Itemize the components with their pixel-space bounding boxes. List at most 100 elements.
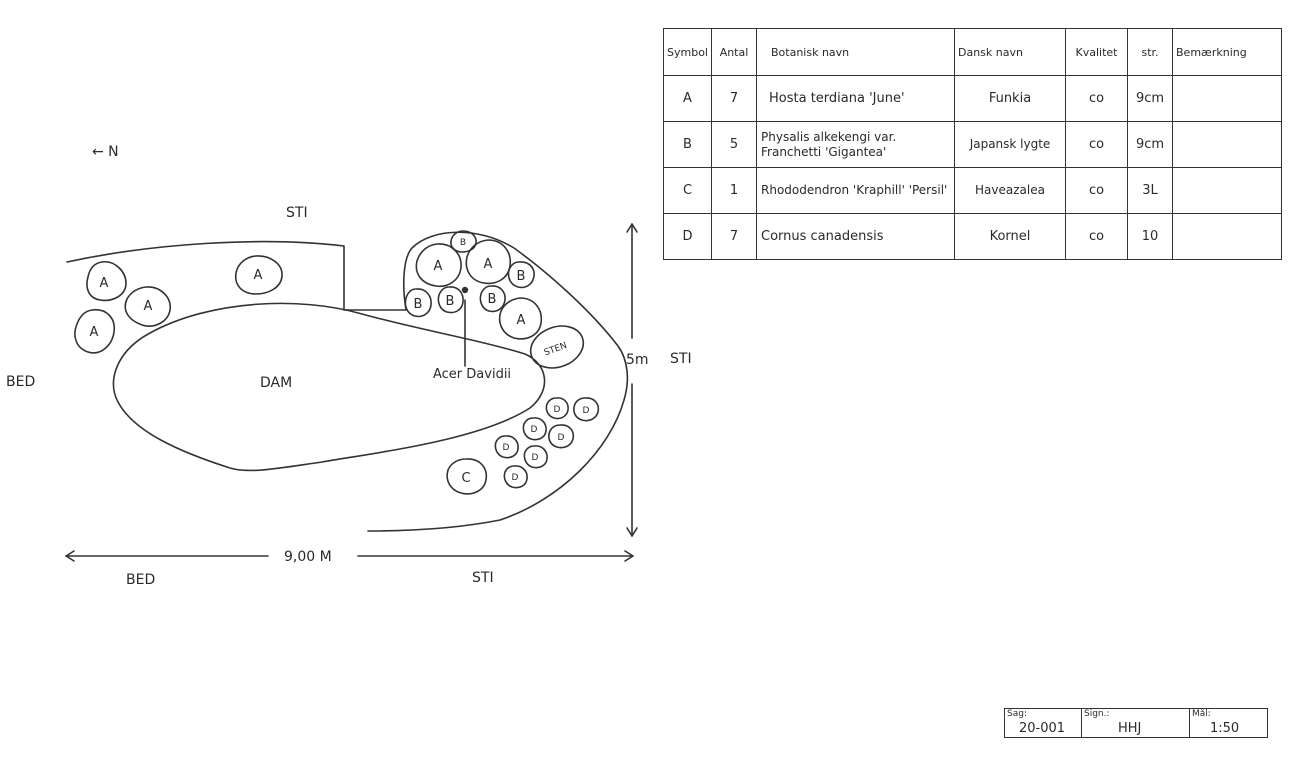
table-row: A 7 Hosta terdiana 'June' Funkia co 9cm [663, 75, 1282, 122]
symbol-A-outline [74, 308, 116, 354]
cell-kvalitet: co [1065, 75, 1128, 122]
symbol-B: B [488, 292, 497, 307]
cell-antal: 7 [711, 213, 757, 260]
sag-label: Sag: [1007, 709, 1027, 719]
arrowhead [626, 223, 638, 233]
symbol-D-outline [573, 397, 600, 422]
symbol-D: D [532, 453, 539, 463]
cell-symbol: B [663, 121, 712, 168]
cell-bemaerkning [1172, 213, 1282, 260]
sti-right-label: STI [670, 351, 692, 367]
cell-antal: 7 [711, 75, 757, 122]
symbol-D: D [512, 473, 519, 483]
symbol-D: D [583, 406, 590, 416]
symbol-B: B [517, 269, 526, 284]
symbol-D: D [531, 425, 538, 435]
symbol-A-outline [86, 261, 127, 302]
symbol-A: A [254, 268, 263, 283]
cell-symbol: D [663, 213, 712, 260]
cell-str: 3L [1127, 167, 1173, 214]
cell-bemaerkning [1172, 75, 1282, 122]
symbol-D: D [558, 433, 565, 443]
arrowhead [626, 527, 638, 537]
symbol-D-outline [494, 435, 519, 459]
symbol-C-outline [446, 458, 488, 495]
symbol-A: A [144, 299, 153, 314]
table-row: C 1 Rhododendron 'Kraphill' 'Persil' Hav… [663, 167, 1282, 214]
arrowhead [65, 550, 75, 562]
symbol-B: B [460, 238, 466, 248]
header-kvalitet: Kvalitet [1065, 28, 1128, 76]
sten-outline [529, 325, 585, 369]
height-dimension-label: 5m [626, 352, 649, 368]
symbol-D-outline [545, 397, 569, 420]
symbol-A: A [90, 325, 99, 340]
symbol-D-outline [503, 465, 528, 489]
header-symbol: Symbol [663, 28, 712, 76]
sten-label: STEN [543, 341, 569, 358]
symbol-A: A [434, 259, 443, 274]
symbol-C: C [461, 471, 470, 486]
cell-botanisk-navn: Cornus canadensis [756, 213, 955, 260]
symbol-B-outline [450, 230, 477, 253]
symbol-D: D [554, 405, 561, 415]
sti-bottom-label: STI [472, 570, 494, 586]
title-block-maal: Mål: 1:50 [1189, 709, 1267, 737]
title-block: Sag: 20-001 Sign.: HHJ Mål: 1:50 [1004, 708, 1268, 738]
bed-outline [66, 231, 629, 532]
cell-kvalitet: co [1065, 121, 1128, 168]
cell-dansk-navn: Funkia [954, 75, 1066, 122]
sag-value: 20-001 [1019, 721, 1066, 736]
dam-label: DAM [260, 375, 292, 391]
cell-symbol: A [663, 75, 712, 122]
symbol-A-outline [415, 243, 462, 288]
symbol-B-outline [507, 261, 535, 289]
title-block-sag: Sag: 20-001 [1005, 709, 1081, 737]
sign-label: Sign.: [1084, 709, 1110, 719]
symbol-D-outline [522, 417, 547, 441]
acer-tree-dot [461, 286, 469, 294]
cell-antal: 5 [711, 121, 757, 168]
symbol-B-outline [479, 285, 506, 313]
sign-value: HHJ [1118, 721, 1142, 736]
cell-kvalitet: co [1065, 213, 1128, 260]
header-str: str. [1127, 28, 1173, 76]
symbol-B: B [446, 294, 455, 309]
width-dimension-label: 9,00 M [284, 549, 332, 565]
header-bemaerkning: Bemærkning [1172, 28, 1282, 76]
header-dansk-navn: Dansk navn [954, 28, 1066, 76]
cell-botanisk-navn: Rhododendron 'Kraphill' 'Persil' [756, 167, 955, 214]
table-row: B 5 Physalis alkekengi var. Franchetti '… [663, 121, 1282, 168]
header-botanisk-navn: Botanisk navn [756, 28, 955, 76]
symbol-D-outline [523, 445, 548, 469]
cell-botanisk-navn: Physalis alkekengi var. Franchetti 'Giga… [756, 121, 955, 168]
title-block-sign: Sign.: HHJ [1081, 709, 1189, 737]
symbol-A: A [100, 276, 109, 291]
north-label: ← N [92, 144, 119, 160]
symbol-A-outline [234, 255, 283, 295]
cell-botanisk-navn: Hosta terdiana 'June' [756, 75, 955, 122]
bed-left-label: BED [6, 374, 35, 390]
dam-outline [112, 302, 546, 472]
acer-label: Acer Davidii [433, 367, 511, 382]
cell-str: 9cm [1127, 75, 1173, 122]
bed-bottom-label: BED [126, 572, 155, 588]
cell-antal: 1 [711, 167, 757, 214]
symbol-A-outline [498, 297, 543, 340]
symbol-B: B [414, 297, 423, 312]
cell-symbol: C [663, 167, 712, 214]
symbol-B-outline [404, 288, 432, 318]
symbol-D-outline [548, 424, 575, 449]
plant-list-table: Symbol Antal Botanisk navn Dansk navn Kv… [663, 28, 1282, 260]
symbol-D: D [503, 443, 510, 453]
cell-dansk-navn: Haveazalea [954, 167, 1066, 214]
cell-str: 9cm [1127, 121, 1173, 168]
symbol-A: A [484, 257, 493, 272]
symbol-B-outline [437, 286, 464, 314]
maal-label: Mål: [1192, 709, 1211, 719]
cell-dansk-navn: Kornel [954, 213, 1066, 260]
cell-bemaerkning [1172, 121, 1282, 168]
symbol-A-outline [124, 286, 171, 327]
cell-str: 10 [1127, 213, 1173, 260]
